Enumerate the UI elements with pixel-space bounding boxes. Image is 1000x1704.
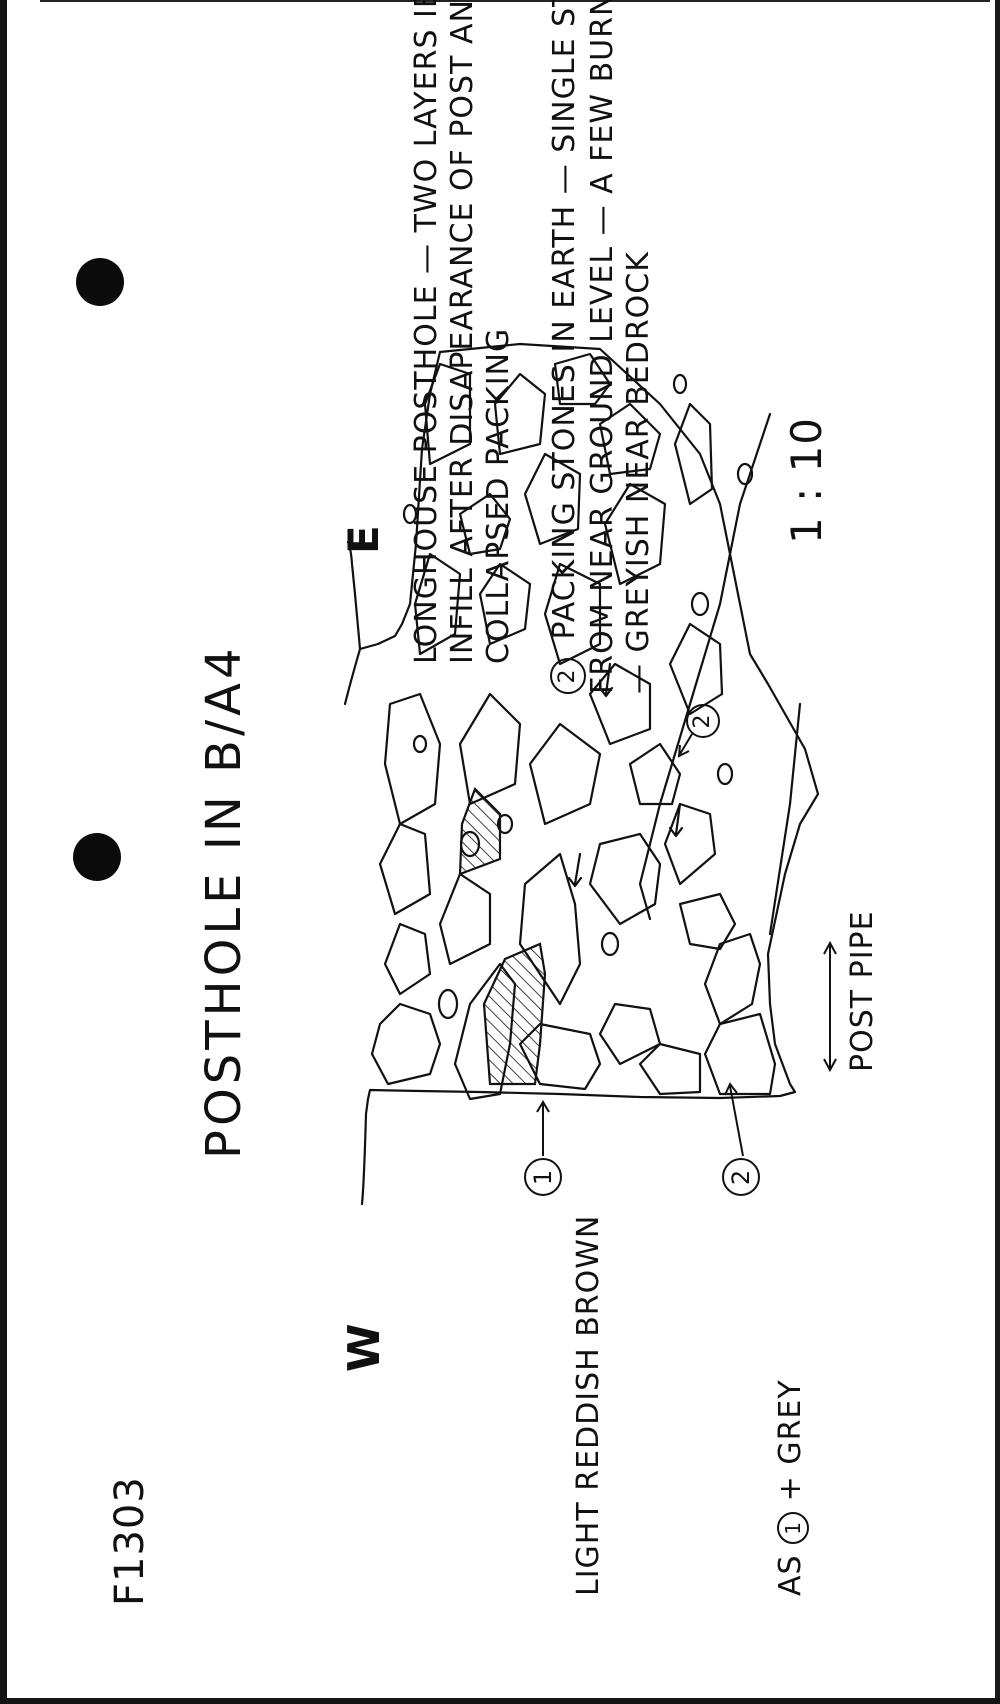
scan-edge-left xyxy=(0,0,7,1704)
punch-hole-middle xyxy=(73,833,121,881)
layer2-marker-circle: 2 xyxy=(722,1158,760,1196)
layer2-ref-circle: 1 xyxy=(777,1511,809,1544)
layer2-marker: 2 xyxy=(722,1158,760,1196)
description-line-5: FROM NEAR GROUND LEVEL — A FEW BURNT STO… xyxy=(585,0,620,694)
description-line-6: — GREYISH NEAR BEDROCK xyxy=(621,251,656,694)
scan-edge-right xyxy=(995,0,1000,1704)
burnt-stone-2 xyxy=(458,787,502,876)
scan-edge-top xyxy=(40,0,990,2)
description-marker-2: 2 xyxy=(550,658,586,694)
ground-line-east xyxy=(346,540,362,651)
sheet-code: F1303 xyxy=(107,1476,153,1606)
description-line-4-text: PACKING STONES IN EARTH — SINGLE STONES xyxy=(547,0,582,640)
east-label: E xyxy=(339,524,388,554)
scale-label: 1 : 10 xyxy=(782,416,831,544)
page-title: POSTHOLE IN B/A4 xyxy=(196,644,252,1159)
layer2-suffix: + GREY xyxy=(773,1379,808,1502)
layer1-marker-circle: 1 xyxy=(524,1158,562,1196)
description-line-3: COLLAPSED PACKING xyxy=(481,327,516,664)
description-line-1-text: LONGHOUSE POSTHOLE — TWO LAYERS IE : xyxy=(409,0,444,664)
punch-hole-top xyxy=(76,258,124,306)
west-label: W xyxy=(339,1322,390,1372)
post-pipe-label: POST PIPE xyxy=(845,910,880,1072)
scan-edge-bottom xyxy=(0,1698,1000,1704)
section-outline xyxy=(343,342,820,1206)
description-line-1: LONGHOUSE POSTHOLE — TWO LAYERS IE : 1 xyxy=(409,0,448,664)
section-marker-2: 2 xyxy=(686,704,720,738)
burnt-stone-1 xyxy=(482,942,547,1086)
layer1-marker: 1 xyxy=(524,1158,562,1196)
description-line-4: 2 PACKING STONES IN EARTH — SINGLE STONE… xyxy=(547,0,586,694)
layer2-prefix: AS xyxy=(773,1554,808,1596)
description-line-2: INFILL AFTER DISAPEARANCE OF POST AND xyxy=(445,0,480,664)
layer2-description: AS 1 + GREY xyxy=(773,1379,809,1596)
section-marker-2-circle: 2 xyxy=(686,704,720,738)
layer1-description: LIGHT REDDISH BROWN xyxy=(571,1214,606,1596)
